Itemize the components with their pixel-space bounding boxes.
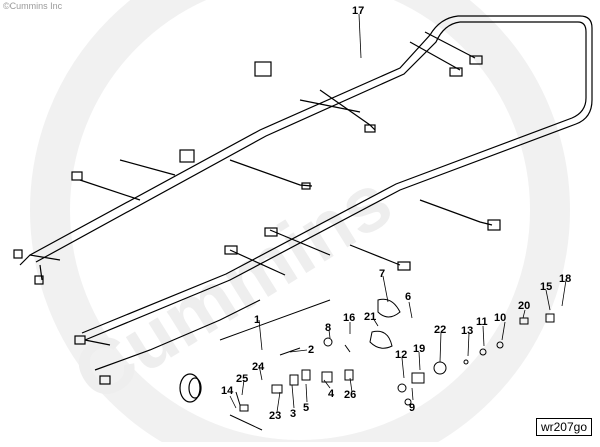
callout-19: 19 <box>413 343 425 355</box>
callout-2: 2 <box>308 344 314 356</box>
callout-1: 1 <box>254 314 260 326</box>
callout-14: 14 <box>221 385 234 397</box>
callout-3: 3 <box>290 408 296 420</box>
callout-11: 11 <box>476 316 488 328</box>
harness-trunk <box>13 15 593 403</box>
copyright-notice: ©Cummins Inc <box>3 1 63 11</box>
callout-7: 7 <box>379 268 385 280</box>
leader-lines <box>229 13 567 413</box>
watermark-graphic: Cummins <box>30 0 570 447</box>
callout-5: 5 <box>303 402 309 414</box>
callout-21: 21 <box>364 311 376 323</box>
callout-24: 24 <box>252 361 265 373</box>
callout-12: 12 <box>395 349 407 361</box>
callout-labels: 1 2 3 4 5 6 7 8 9 10 11 12 13 14 15 16 1… <box>221 5 571 422</box>
callout-8: 8 <box>325 322 331 334</box>
callout-18: 18 <box>559 273 571 285</box>
callout-16: 16 <box>343 312 355 324</box>
figure-id-label: wr207go <box>535 418 592 436</box>
callout-20: 20 <box>518 300 530 312</box>
callout-4: 4 <box>328 388 335 400</box>
callout-23: 23 <box>269 410 281 422</box>
callout-26: 26 <box>344 389 356 401</box>
callout-25: 25 <box>236 373 248 385</box>
callout-22: 22 <box>434 324 446 336</box>
callout-15: 15 <box>540 281 552 293</box>
callout-10: 10 <box>494 312 506 324</box>
small-parts <box>219 298 555 431</box>
callout-6: 6 <box>405 291 411 303</box>
callout-13: 13 <box>461 325 473 337</box>
callout-17: 17 <box>352 5 364 17</box>
callout-9: 9 <box>409 402 415 414</box>
